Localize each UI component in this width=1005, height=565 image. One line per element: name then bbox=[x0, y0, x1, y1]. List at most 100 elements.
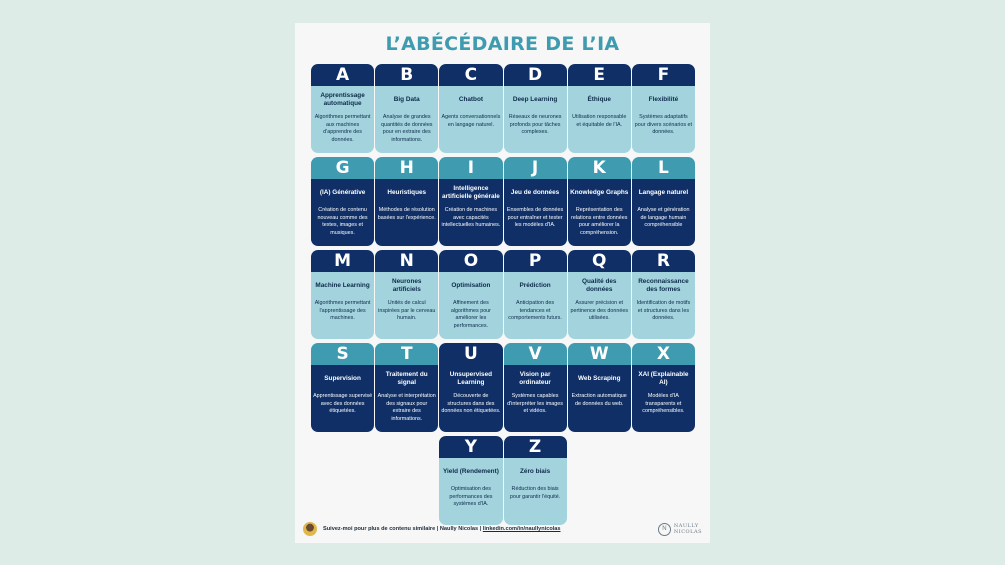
card-term: Flexibilité bbox=[648, 96, 679, 103]
card-term: Heuristiques bbox=[387, 189, 427, 196]
card-letter: N bbox=[375, 250, 439, 272]
card-y: Y Yield (Rendement) Optimisation des perf… bbox=[439, 436, 503, 525]
footer-text: Suivez-moi pour plus de contenu similair… bbox=[323, 526, 561, 532]
card-term: Knowledge Graphs bbox=[570, 189, 629, 196]
card-desc: Systèmes capables d'interpréter les imag… bbox=[507, 393, 564, 415]
page-title: L’ABÉCÉDAIRE DE L’IA bbox=[385, 33, 620, 55]
avatar bbox=[303, 522, 317, 536]
card-term: Prédiction bbox=[519, 282, 551, 289]
card-letter: C bbox=[439, 64, 503, 86]
card-letter: X bbox=[631, 343, 695, 365]
card-desc: Anticipation des tendances et comporteme… bbox=[508, 300, 562, 322]
footer: Suivez-moi pour plus de contenu similair… bbox=[303, 519, 702, 539]
card-letter: Q bbox=[567, 250, 631, 272]
card-letter: Y bbox=[439, 436, 503, 458]
card-desc: Modèles d'IA transparents et compréhensi… bbox=[642, 393, 685, 415]
card-term: Intelligence artificielle générale bbox=[441, 185, 500, 200]
card-term: Langage naturel bbox=[638, 189, 689, 196]
card-letter: K bbox=[567, 157, 631, 179]
footer-credit: Suivez-moi pour plus de contenu similair… bbox=[323, 526, 483, 532]
card-letter: B bbox=[375, 64, 439, 86]
card-term: Apprentissage automatique bbox=[320, 92, 365, 107]
card-term: Neurones artificiels bbox=[392, 278, 422, 293]
card-term: Yield (Rendement) bbox=[442, 468, 499, 475]
card-letter: S bbox=[311, 343, 375, 365]
card-desc: Utilisation responsable et équitable de … bbox=[572, 114, 627, 128]
card-desc: Affinement des algorithmes pour améliore… bbox=[450, 300, 491, 329]
card-letter: I bbox=[439, 157, 503, 179]
card-desc: Réseaux de neurones profonds pour tâches… bbox=[508, 114, 562, 136]
card-term: Qualité des données bbox=[582, 278, 617, 293]
card-term: (IA) Générative bbox=[319, 189, 366, 196]
card-term: Machine Learning bbox=[315, 282, 370, 289]
card-term: Éthique bbox=[587, 96, 611, 103]
card-letter: U bbox=[439, 343, 503, 365]
card-letter: G bbox=[311, 157, 375, 179]
poster: L’ABÉCÉDAIRE DE L’IA A Apprentissage aut… bbox=[295, 23, 710, 543]
brand-line-1: NAULLY bbox=[673, 523, 699, 529]
linkedin-link[interactable]: linkedin.com/in/naullynicolas bbox=[482, 526, 561, 532]
card-desc: Assurer précision et pertinence des donn… bbox=[570, 300, 629, 322]
card-term: Traitement du signal bbox=[385, 371, 428, 386]
card-desc: Analyse et interprétation des signaux po… bbox=[377, 393, 436, 422]
card-desc: Algorithmes permettant aux machines d'ap… bbox=[314, 114, 371, 143]
card-desc: Unités de calcul inspirées par le cervea… bbox=[378, 300, 436, 322]
card-desc: Découverte de structures dans des donnée… bbox=[441, 393, 501, 415]
card-letter: F bbox=[631, 64, 695, 86]
card-letter: A bbox=[311, 64, 375, 86]
card-desc: Algorithmes permettant l'apprentissage d… bbox=[314, 300, 371, 322]
card-term: Reconnaissance des formes bbox=[638, 278, 689, 293]
card-desc: Analyse de grandes quantités de données … bbox=[380, 114, 433, 143]
card-term: Unsupervised Learning bbox=[449, 371, 493, 386]
card-letter: R bbox=[631, 250, 695, 272]
card-desc: Création de contenu nouveau comme des te… bbox=[317, 207, 368, 236]
card-letter: L bbox=[631, 157, 695, 179]
card-term: Deep Learning bbox=[512, 96, 558, 103]
brand-logo: N NAULLY NICOLAS bbox=[657, 522, 702, 536]
card-desc: Création de machines avec capacités inte… bbox=[441, 207, 501, 229]
card-term: Optimisation bbox=[451, 282, 491, 289]
card-letter: M bbox=[311, 250, 375, 272]
card-x: X XAI (Explainable AI) Modèles d'IA trans… bbox=[631, 343, 695, 432]
card-term: Jeu de données bbox=[510, 189, 560, 196]
card-desc: Méthodes de résolution basées sur l'expé… bbox=[377, 207, 436, 221]
card-desc: Ensembles de données pour entraîner et t… bbox=[506, 207, 564, 229]
card-desc: Optimisation des performances des systèm… bbox=[449, 486, 493, 508]
brand-line-2: NICOLAS bbox=[673, 529, 702, 535]
brand-mark-icon: N bbox=[657, 522, 671, 536]
card-desc: Systèmes adaptatifs pour divers scénario… bbox=[634, 114, 693, 136]
card-term: Zéro biais bbox=[519, 468, 551, 475]
card-letter: O bbox=[439, 250, 503, 272]
card-letter: P bbox=[503, 250, 567, 272]
card-term: Web Scraping bbox=[577, 375, 621, 382]
card-desc: Agents conversationnels en langage natur… bbox=[441, 114, 501, 128]
card-letter: Z bbox=[503, 436, 567, 458]
card-term: Supervision bbox=[324, 375, 361, 382]
card-letter: D bbox=[503, 64, 567, 86]
brand-name: NAULLY NICOLAS bbox=[674, 523, 702, 535]
card-term: XAI (Explainable AI) bbox=[638, 371, 689, 386]
card-desc: Réduction des biais pour garantir l'équi… bbox=[509, 486, 561, 500]
